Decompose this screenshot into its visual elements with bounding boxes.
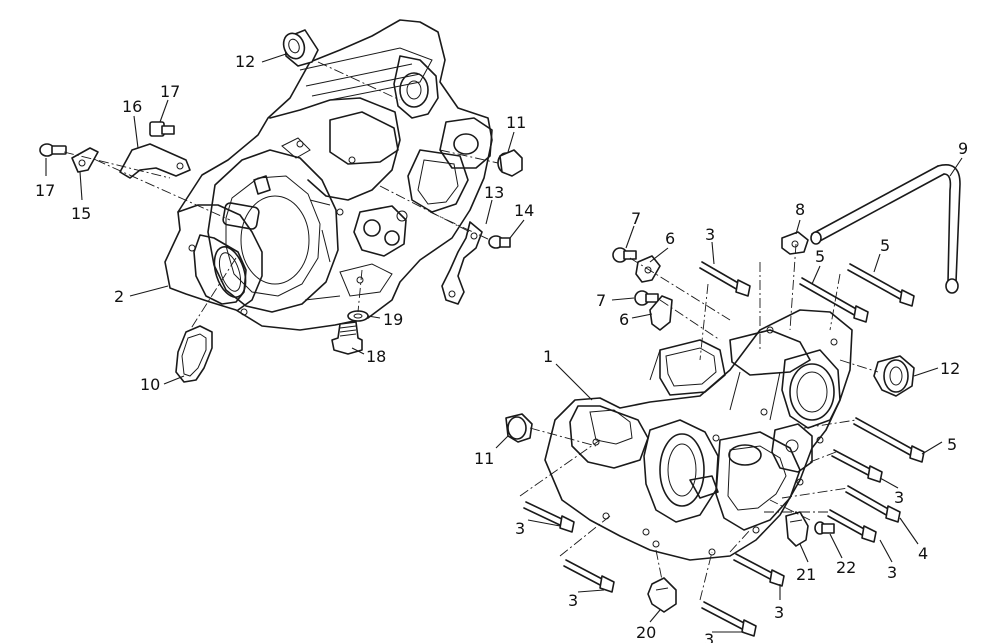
bolt-3-b bbox=[831, 449, 883, 483]
bushing-11-right bbox=[505, 413, 533, 443]
bushing-11-left bbox=[497, 149, 523, 177]
bolt-3-top bbox=[699, 261, 751, 297]
callout-10: 10 bbox=[140, 375, 160, 394]
callout-12-right: 12 bbox=[940, 359, 960, 378]
washer-19 bbox=[347, 310, 369, 322]
callout-5-lower: 5 bbox=[947, 435, 957, 454]
right-axis-lines bbox=[519, 243, 879, 601]
callout-18: 18 bbox=[366, 347, 386, 366]
bushing-12-right bbox=[873, 355, 915, 397]
callout-3-right-lower: 3 bbox=[887, 563, 897, 582]
bolt-3-c bbox=[845, 485, 901, 523]
callout-11-upper: 11 bbox=[506, 113, 526, 132]
bolt-3-bottom-center bbox=[733, 553, 785, 587]
bolt-22 bbox=[814, 521, 835, 535]
bolt-3-left-lower bbox=[563, 559, 615, 593]
tube-9 bbox=[810, 164, 961, 294]
callout-7-top: 7 bbox=[631, 209, 641, 228]
callout-19: 19 bbox=[383, 310, 403, 329]
callout-3-bottom-center: 3 bbox=[774, 603, 784, 622]
callout-6-bottom: 6 bbox=[619, 310, 629, 329]
callout-1: 1 bbox=[543, 347, 553, 366]
callout-6-top: 6 bbox=[665, 229, 675, 248]
left-crankcase-half bbox=[164, 19, 493, 331]
callout-13: 13 bbox=[484, 183, 504, 202]
bolt-14 bbox=[488, 235, 511, 249]
callout-3-bottom: 3 bbox=[704, 630, 714, 643]
callout-17-left: 17 bbox=[35, 181, 55, 200]
callout-22: 22 bbox=[836, 558, 856, 577]
callout-12-left: 12 bbox=[235, 52, 255, 71]
bolt-17-left bbox=[39, 143, 67, 157]
callout-3-right-upper: 3 bbox=[894, 488, 904, 507]
bolt-3-left-upper bbox=[523, 501, 575, 533]
left-axis-lines bbox=[63, 61, 499, 331]
washer-plate-15 bbox=[71, 147, 99, 173]
callout-labels: 12 17 16 11 17 15 13 14 2 19 18 10 9 7 6… bbox=[35, 52, 968, 643]
callout-17-top: 17 bbox=[160, 82, 180, 101]
callout-3-left: 3 bbox=[515, 519, 525, 538]
callout-16: 16 bbox=[122, 97, 142, 116]
bolt-7-top bbox=[612, 247, 637, 263]
bolt-5-c bbox=[853, 417, 925, 463]
callout-7-bottom: 7 bbox=[596, 291, 606, 310]
o-ring-10 bbox=[175, 325, 213, 383]
callout-9: 9 bbox=[958, 139, 968, 158]
callout-8: 8 bbox=[795, 200, 805, 219]
bracket-16 bbox=[119, 143, 191, 179]
drain-plug-18 bbox=[331, 321, 363, 355]
callout-4: 4 bbox=[918, 544, 928, 563]
bolt-3-bottom bbox=[701, 601, 757, 637]
bolt-5-b bbox=[847, 263, 915, 307]
callout-14: 14 bbox=[514, 201, 534, 220]
leader-lines bbox=[45, 53, 963, 633]
callout-3-bottom-left: 3 bbox=[568, 591, 578, 610]
bolt-7-bottom bbox=[634, 290, 659, 306]
callout-5-upper: 5 bbox=[880, 236, 890, 255]
callout-3-top: 3 bbox=[705, 225, 715, 244]
callout-5-middle: 5 bbox=[815, 247, 825, 266]
plate-13 bbox=[441, 221, 483, 305]
bolt-4 bbox=[827, 509, 877, 543]
callout-2: 2 bbox=[114, 287, 124, 306]
callout-20: 20 bbox=[636, 623, 656, 642]
callout-15: 15 bbox=[71, 204, 91, 223]
clip-20 bbox=[647, 577, 677, 613]
bolt-5-a bbox=[799, 277, 869, 323]
fitting-8 bbox=[781, 231, 809, 255]
callout-21: 21 bbox=[796, 565, 816, 584]
bolt-17-top bbox=[149, 121, 175, 137]
callout-11-lower: 11 bbox=[474, 449, 494, 468]
bushing-12-left bbox=[282, 29, 319, 67]
